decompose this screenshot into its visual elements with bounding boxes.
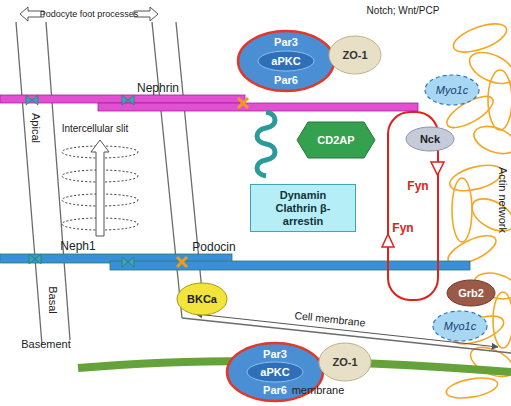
node-shape bbox=[447, 280, 495, 306]
node-label: Dynamin Clathrin β-arrestin bbox=[264, 189, 342, 228]
node-label: ZO-1 bbox=[342, 49, 367, 62]
junction-mark bbox=[122, 257, 134, 267]
node-shape bbox=[297, 122, 375, 158]
protein-ellipse: Myo1c bbox=[432, 310, 488, 342]
complex-ellipse: Par3Par6 aPKC bbox=[237, 30, 335, 92]
node-shape bbox=[247, 362, 303, 382]
protein-ellipse: Myo1c bbox=[424, 74, 480, 106]
actin-loop bbox=[493, 292, 511, 348]
region-label: Actin network bbox=[497, 167, 508, 233]
node-label: Par6 bbox=[274, 74, 298, 87]
node-label: Myo1c bbox=[444, 320, 476, 333]
junction-marks bbox=[26, 95, 134, 267]
node-label: aPKC bbox=[260, 366, 289, 379]
node-label: BKCa bbox=[187, 293, 217, 306]
node-label: Nck bbox=[420, 133, 440, 146]
membrane-lines bbox=[16, 22, 511, 353]
node-shape bbox=[433, 311, 487, 341]
protein-ellipse: aPKC bbox=[257, 50, 315, 72]
node-label: Myo1c bbox=[436, 84, 468, 97]
protein-hexagon: CD2AP bbox=[296, 121, 376, 159]
node-label: Par3 bbox=[274, 36, 298, 49]
actin-loop bbox=[445, 375, 499, 402]
junction-mark bbox=[122, 95, 134, 105]
actin-loop bbox=[452, 178, 472, 242]
region-label: Cell membrane bbox=[294, 310, 366, 328]
protein-ellipse: aPKC bbox=[246, 361, 304, 383]
podocin-mark bbox=[177, 98, 248, 267]
protein-ellipse: Grb2 bbox=[446, 279, 496, 307]
region-label: Basal bbox=[47, 286, 58, 314]
junction-mark bbox=[29, 254, 41, 264]
node-label: CD2AP bbox=[317, 134, 354, 147]
loop-arrow bbox=[431, 162, 444, 175]
membrane-line bbox=[152, 22, 182, 318]
region-label: membrane bbox=[292, 385, 345, 396]
protein-box: Dynamin Clathrin β-arrestin bbox=[250, 184, 356, 232]
region-label: Neph1 bbox=[60, 240, 95, 252]
region-label: Fyn bbox=[392, 222, 413, 234]
node-shape bbox=[425, 75, 479, 105]
junction-mark bbox=[26, 95, 38, 105]
node-shape bbox=[258, 51, 314, 71]
node-label: Grb2 bbox=[458, 287, 484, 300]
region-label: Podocin bbox=[192, 241, 235, 253]
node-shape bbox=[251, 185, 356, 232]
node-shape bbox=[177, 283, 227, 315]
node-shape bbox=[406, 127, 454, 151]
node-shape bbox=[329, 36, 381, 74]
node-shape bbox=[319, 343, 371, 381]
region-label: Notch; Wnt/PCP bbox=[367, 6, 440, 16]
loop-arrow bbox=[382, 234, 394, 247]
protein-ellipse: ZO-1 bbox=[328, 35, 382, 75]
nephrin-bar bbox=[98, 103, 418, 111]
channel-shape: BKCa bbox=[176, 282, 228, 316]
protein-ellipse: Nck bbox=[405, 126, 455, 152]
node-label: aPKC bbox=[271, 55, 300, 68]
region-label: Intercellular slit bbox=[62, 124, 129, 134]
region-label: Podocyte foot processes bbox=[40, 10, 139, 19]
region-label: Basement bbox=[21, 339, 71, 350]
node-label: Par3 bbox=[263, 348, 287, 361]
region-label: Apical bbox=[30, 113, 41, 143]
membrane-line bbox=[16, 22, 42, 345]
actin-loop bbox=[447, 160, 505, 195]
nephrin-coil bbox=[257, 112, 275, 176]
region-label: Nephrin bbox=[137, 82, 179, 94]
actin-loop bbox=[488, 70, 511, 130]
node-label: ZO-1 bbox=[332, 356, 357, 369]
node-shape bbox=[238, 31, 334, 91]
protein-ellipse: ZO-1 bbox=[318, 342, 372, 382]
block-arrow bbox=[91, 140, 109, 236]
neph1-bar bbox=[110, 261, 470, 270]
region-label: Fyn bbox=[407, 180, 428, 192]
node-label: Par6 bbox=[263, 384, 287, 397]
membrane-line bbox=[46, 22, 70, 340]
